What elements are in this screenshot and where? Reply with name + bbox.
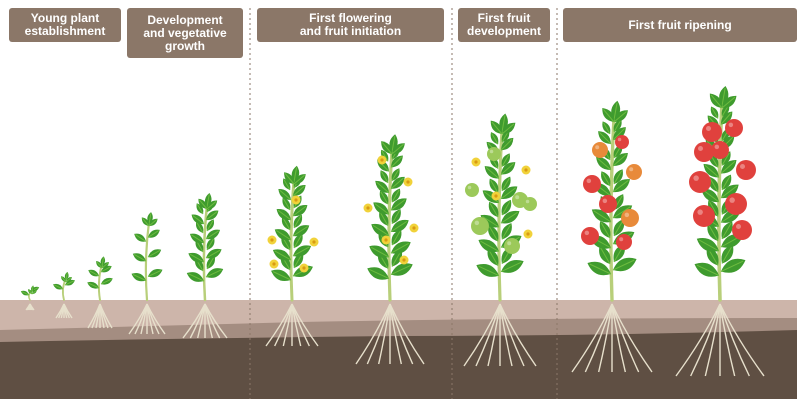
fruit-highlight (736, 224, 741, 229)
fruit-icon (471, 217, 489, 235)
stage-label-fruit-ripening: First fruit ripening (563, 8, 797, 42)
flower-center (526, 232, 529, 235)
flower-center (474, 160, 477, 163)
flower-center (294, 198, 297, 201)
flower-center (402, 258, 405, 261)
fruit-icon (592, 142, 608, 158)
fruit-highlight (729, 123, 734, 128)
fruit-icon (465, 183, 479, 197)
fruit-highlight (475, 221, 480, 226)
fruit-highlight (698, 146, 703, 151)
fruit-icon (694, 142, 714, 162)
fruit-highlight (468, 186, 472, 190)
fruit-highlight (706, 126, 711, 131)
fruit-icon (736, 160, 756, 180)
plant-stem (99, 264, 102, 300)
fruit-icon (621, 209, 639, 227)
flower-center (412, 226, 415, 229)
fruit-icon (693, 205, 715, 227)
fruit-highlight (618, 138, 622, 142)
flower-center (302, 266, 305, 269)
fruit-icon (523, 197, 537, 211)
fruit-highlight (715, 145, 720, 150)
fruit-icon (487, 147, 501, 161)
fruit-icon (583, 175, 601, 193)
fruit-icon (732, 220, 752, 240)
leaf-icon (146, 247, 162, 260)
flower-center (270, 238, 273, 241)
fruit-icon (725, 119, 743, 137)
stage-label-fruit-development: First fruit development (458, 8, 550, 42)
plant-stem (146, 222, 149, 300)
fruit-highlight (697, 209, 703, 215)
fruit-highlight (507, 241, 511, 245)
fruit-highlight (585, 231, 590, 236)
fruit-icon (711, 141, 729, 159)
flower-center (524, 168, 527, 171)
fruit-highlight (629, 167, 633, 171)
leaf-icon (100, 276, 114, 287)
flower-center (384, 238, 387, 241)
fruit-highlight (587, 179, 592, 184)
flower-center (272, 262, 275, 265)
fruit-highlight (619, 237, 623, 241)
fruit-highlight (625, 213, 630, 218)
fruit-icon (626, 164, 642, 180)
fruit-highlight (595, 145, 599, 149)
fruit-icon (581, 227, 599, 245)
fruit-highlight (729, 197, 735, 203)
fruit-icon (725, 193, 747, 215)
fruit-highlight (740, 164, 745, 169)
fruit-highlight (490, 150, 494, 154)
stage-label-vegetative-growth: Development and vegetative growth (127, 8, 243, 58)
plant-stem (389, 150, 392, 300)
fruit-icon (599, 195, 617, 213)
flower-center (494, 194, 497, 197)
fruit-icon (504, 238, 520, 254)
fruit-icon (702, 122, 722, 142)
fruit-highlight (515, 195, 519, 199)
fruit-icon (689, 171, 711, 193)
stage-label-first-flowering: First flowering and fruit initiation (257, 8, 444, 42)
leaf-icon (132, 231, 147, 244)
flower-center (380, 158, 383, 161)
fruit-icon (616, 234, 632, 250)
flower-center (366, 206, 369, 209)
leaf-icon (146, 266, 164, 279)
fruit-highlight (603, 199, 608, 204)
fruit-highlight (526, 200, 530, 204)
stage-label-young-plant: Young plant establishment (9, 8, 121, 42)
fruit-highlight (693, 175, 699, 181)
flower-center (406, 180, 409, 183)
flower-center (312, 240, 315, 243)
fruit-icon (615, 135, 629, 149)
leaf-icon (87, 268, 100, 279)
